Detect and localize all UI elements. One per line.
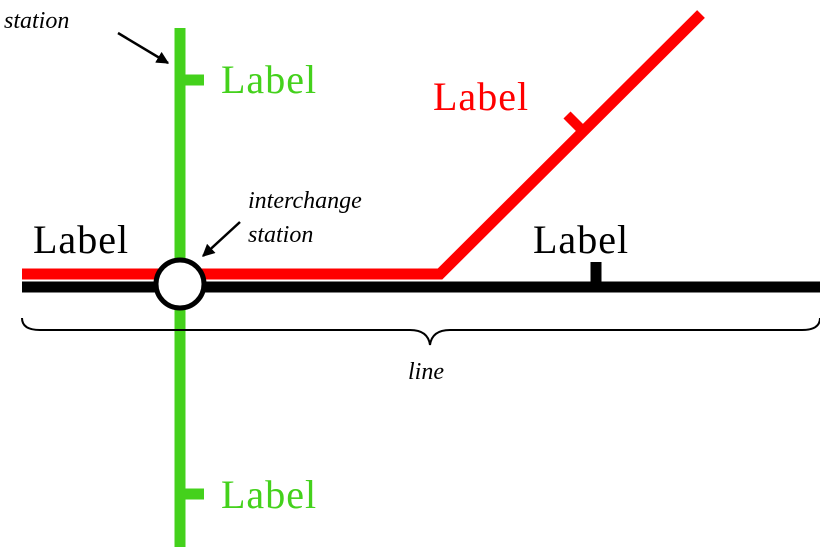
green-station-label-top: Label xyxy=(221,57,317,102)
black-station-label-right: Label xyxy=(533,217,629,262)
annotation-interchange-line2: station xyxy=(248,222,313,248)
interchange-arrow xyxy=(202,221,241,257)
line-brace xyxy=(21,317,820,346)
interchange-station-circle xyxy=(153,257,207,311)
red-station-label: Label xyxy=(433,74,529,119)
station-arrow xyxy=(117,31,170,65)
annotation-line: line xyxy=(408,359,444,385)
annotation-station: station xyxy=(4,8,69,34)
green-station-label-bottom: Label xyxy=(221,472,317,517)
black-station-label-left: Label xyxy=(33,217,129,262)
annotation-interchange-line1: interchange xyxy=(248,188,362,214)
red-station-tick xyxy=(563,111,587,135)
